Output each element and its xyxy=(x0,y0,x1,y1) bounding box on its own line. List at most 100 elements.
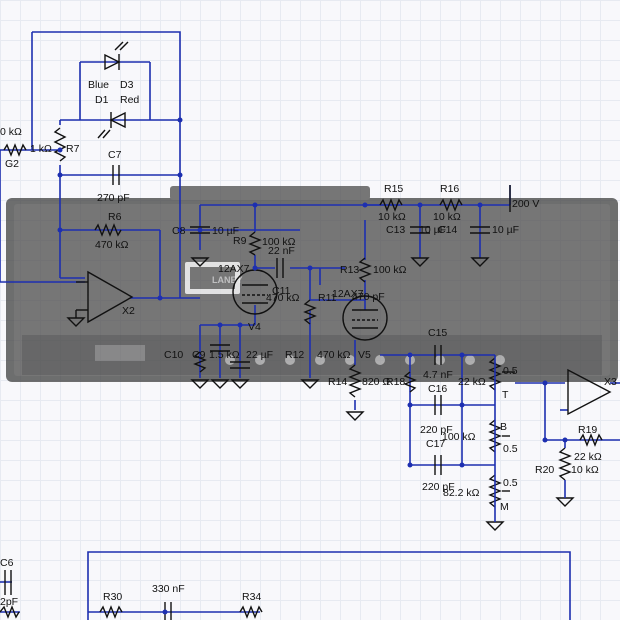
c13-capacitor[interactable] xyxy=(410,226,430,234)
r10-resistor[interactable] xyxy=(193,351,207,373)
c17-capacitor[interactable] xyxy=(434,455,442,475)
label-c16-value: 220 pF xyxy=(420,424,453,436)
r30-resistor[interactable] xyxy=(99,605,123,619)
label-r9-value: 100 kΩ xyxy=(262,236,296,248)
tube-v4[interactable] xyxy=(232,269,278,315)
label-r11-value: 470 kΩ xyxy=(266,292,300,304)
label-r16: R16 xyxy=(440,183,459,195)
label-r6-value: 470 kΩ xyxy=(95,239,129,251)
c15-capacitor[interactable] xyxy=(434,345,442,365)
amp-logo-text: LANEY xyxy=(212,275,243,285)
r18-resistor[interactable] xyxy=(403,371,417,393)
label-c7: C7 xyxy=(108,149,122,161)
c6-capacitor[interactable] xyxy=(4,570,12,595)
r7-resistor[interactable] xyxy=(53,127,67,162)
label-c10: C10 xyxy=(164,349,183,361)
label-r-left2-value: 1 kΩ xyxy=(30,143,52,155)
label-c-bottom-value: 330 nF xyxy=(152,583,185,595)
c8-capacitor[interactable] xyxy=(190,226,210,234)
label-c6-value: 2pF xyxy=(0,596,18,608)
label-r13: R13 xyxy=(340,264,359,276)
c10-capacitor[interactable] xyxy=(210,344,230,352)
label-v5: V5 xyxy=(358,349,371,361)
label-c14: C14 xyxy=(438,224,457,236)
label-r11: R11 xyxy=(318,292,337,304)
r9-resistor[interactable] xyxy=(248,231,262,256)
label-c16: C16 xyxy=(428,383,447,395)
label-r19-value: 22 kΩ xyxy=(574,451,602,463)
label-r19: R19 xyxy=(578,424,597,436)
c14-capacitor[interactable] xyxy=(470,226,490,234)
component-labels: 0 kΩ 1 kΩ G2 R7 Blue D3 D1 Red C7 270 pF… xyxy=(0,79,617,608)
label-c7-value: 270 pF xyxy=(97,192,130,204)
label-r20: R20 xyxy=(535,464,554,476)
label-c11: C11 xyxy=(272,285,291,297)
label-pot-value: 22 kΩ xyxy=(458,376,486,388)
tube-v5[interactable] xyxy=(342,295,388,341)
r12-resistor[interactable] xyxy=(348,364,362,398)
r6-resistor[interactable] xyxy=(94,223,122,237)
label-r-m-value: 82.2 kΩ xyxy=(443,487,480,499)
label-c17-value: 220 pF xyxy=(422,481,455,493)
r11-resistor[interactable] xyxy=(303,299,317,325)
label-supply: 200 V xyxy=(512,198,539,210)
label-r-left-value: 0 kΩ xyxy=(0,126,22,138)
c7-capacitor[interactable] xyxy=(112,165,120,185)
c9-capacitor[interactable] xyxy=(230,361,250,369)
opamp-x2[interactable] xyxy=(66,270,134,327)
label-c11-value: 22 nF xyxy=(268,245,295,257)
label-c9: C9 xyxy=(192,349,206,361)
label-r9: R9 xyxy=(233,235,247,247)
preamp-wires xyxy=(180,185,620,466)
label-d3: D3 xyxy=(120,79,134,91)
label-pot-b-pos: 0.5 xyxy=(503,443,518,455)
label-blue: Blue xyxy=(88,79,109,91)
r15-resistor[interactable] xyxy=(379,198,403,212)
r13-resistor[interactable] xyxy=(358,257,372,283)
label-r30: R30 xyxy=(103,591,122,603)
label-pot-m-pos: 0.5 xyxy=(503,477,518,489)
label-c12-value: 470 pF xyxy=(352,291,385,303)
label-r15-value: 10 kΩ xyxy=(378,211,406,223)
label-c14-value: 10 µF xyxy=(492,224,519,236)
pot-bass[interactable] xyxy=(488,419,502,453)
c16-capacitor[interactable] xyxy=(434,395,442,415)
label-tube-v4: 12AX7 xyxy=(218,263,250,275)
label-c15-value: 4.7 nF xyxy=(423,369,453,381)
label-r14-value: 820 Ω xyxy=(362,376,390,388)
label-r15: R15 xyxy=(384,183,403,195)
led-d1[interactable] xyxy=(97,111,126,139)
label-r20-value: 10 kΩ xyxy=(571,464,599,476)
pot-mid[interactable] xyxy=(488,474,502,508)
label-c17: C17 xyxy=(426,438,445,450)
label-r6: R6 xyxy=(108,211,122,223)
opamp-x3[interactable] xyxy=(567,368,612,416)
label-c13: C13 xyxy=(386,224,405,236)
label-r13-value: 100 kΩ xyxy=(373,264,407,276)
ground-symbols xyxy=(190,257,575,531)
r34-resistor[interactable] xyxy=(239,605,263,619)
label-c9-value: 22 µF xyxy=(246,349,273,361)
label-pot-t-pos: 0.5 xyxy=(503,365,518,377)
led-d3[interactable] xyxy=(104,41,129,71)
r-bottom-left-resistor[interactable] xyxy=(0,605,20,619)
label-r10-value: 1.5 kΩ xyxy=(209,349,240,361)
c11-capacitor[interactable] xyxy=(276,258,284,278)
amp-head-photo xyxy=(6,186,618,382)
label-g2: G2 xyxy=(5,158,19,170)
label-r7: R7 xyxy=(66,143,80,155)
label-r18: R18 xyxy=(386,376,405,388)
r-left-resistor[interactable] xyxy=(3,143,27,157)
pot-treble[interactable] xyxy=(488,357,502,391)
label-tube-v5: 12AX7 xyxy=(332,288,364,300)
label-r34: R34 xyxy=(242,591,261,603)
r19-resistor[interactable] xyxy=(579,433,603,447)
label-c6: C6 xyxy=(0,557,14,569)
label-r12: R12 xyxy=(285,349,304,361)
junction-dots xyxy=(57,117,568,615)
label-r16-value: 10 kΩ xyxy=(433,211,461,223)
r20-resistor[interactable] xyxy=(558,447,572,481)
r16-resistor[interactable] xyxy=(439,198,463,212)
